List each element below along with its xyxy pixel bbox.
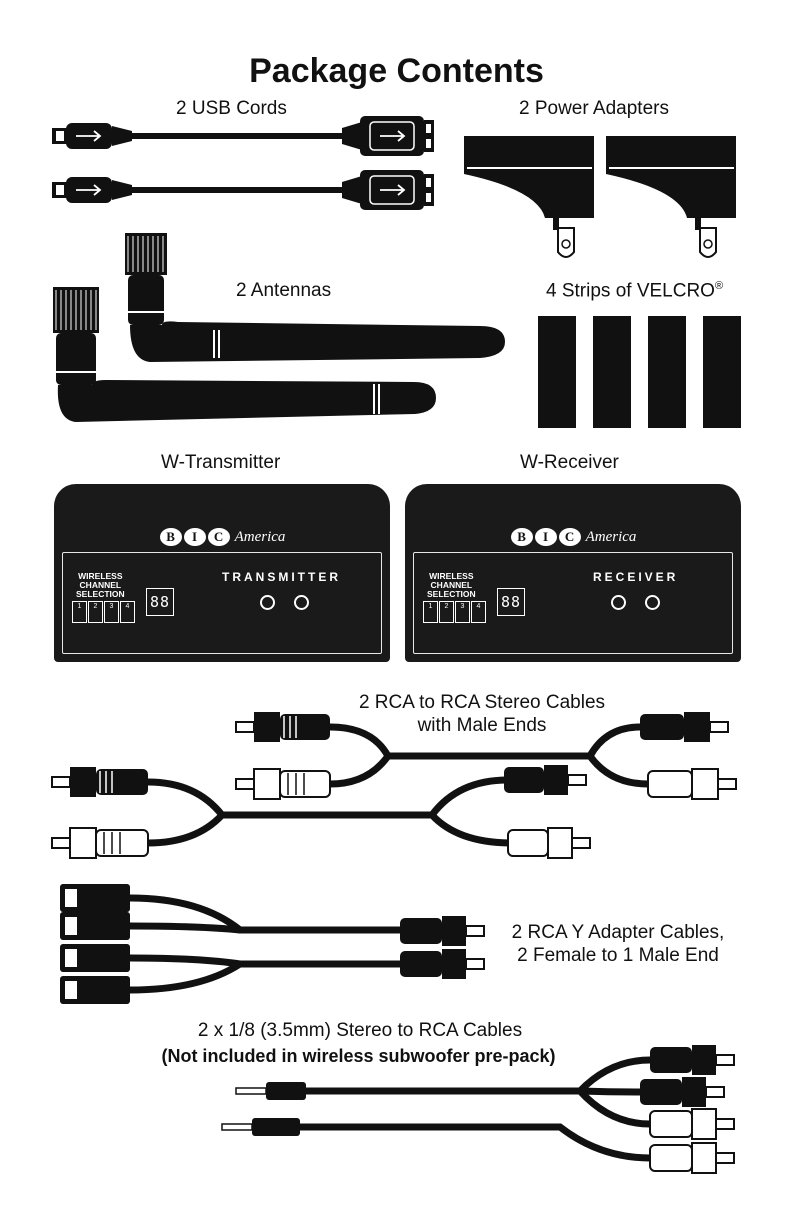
logo-letter: I (534, 528, 557, 546)
velcro-caption-text: 4 Strips of VELCRO (546, 280, 715, 302)
antennas-caption: 2 Antennas (236, 280, 332, 301)
channel-switch: 4 (120, 601, 135, 623)
velcro-strip (703, 316, 741, 428)
channel-display: 88 (146, 588, 174, 616)
velcro-strips (538, 316, 741, 428)
y-adapter-cables (60, 884, 485, 1004)
page-title: Package Contents (249, 52, 544, 90)
channel-switches: 1 2 3 4 (72, 601, 135, 623)
usb-icon (380, 184, 406, 196)
mini-jack-cables (221, 1045, 735, 1174)
logo-letter: B (510, 528, 533, 546)
selection-line: SELECTION (427, 589, 476, 599)
usb-cord-1 (52, 116, 434, 156)
channel-switch: 4 (471, 601, 486, 623)
transmitter-label: TRANSMITTER (222, 570, 341, 584)
usb-icon (380, 130, 406, 142)
transmitter-front-panel (62, 552, 382, 654)
velcro-strip (593, 316, 631, 428)
registered-mark: ® (714, 280, 724, 292)
channel-switch: 2 (439, 601, 454, 623)
logo-letter: C (558, 528, 581, 546)
female-rca-plug (60, 944, 130, 972)
transmitter-caption: W-Transmitter (161, 452, 281, 473)
selection-line: WIRELESS (429, 571, 474, 581)
antennas (53, 233, 505, 422)
receiver-caption: W-Receiver (520, 452, 619, 473)
led-indicator (260, 595, 275, 610)
usb-cord-2 (52, 170, 434, 210)
usb-icon (76, 130, 102, 142)
channel-switch: 1 (423, 601, 438, 623)
led-indicator (645, 595, 660, 610)
logo-text: America (234, 529, 286, 545)
channel-display: 88 (497, 588, 525, 616)
logo-letter: C (207, 528, 230, 546)
mini-jack-caption-1: 2 x 1/8 (3.5mm) Stereo to RCA Cables (197, 1020, 523, 1041)
y-adapter-caption-1: 2 RCA Y Adapter Cables, (511, 922, 725, 943)
selection-line: SELECTION (76, 589, 125, 599)
logo-text: America (585, 529, 637, 545)
usb-cords-caption: 2 USB Cords (176, 98, 287, 119)
receiver-label: RECEIVER (593, 570, 679, 584)
rca-cables-caption-1: 2 RCA to RCA Stereo Cables (358, 692, 606, 713)
channel-switch: 2 (88, 601, 103, 623)
velcro-strip (538, 316, 576, 428)
y-adapter-caption-2: 2 Female to 1 Male End (517, 945, 719, 966)
led-indicator (294, 595, 309, 610)
power-adapter-2 (606, 136, 736, 258)
female-rca-plug (60, 976, 130, 1004)
channel-switch: 1 (72, 601, 87, 623)
velcro-caption: 4 Strips of VELCRO® (546, 280, 723, 302)
selection-line: CHANNEL (79, 580, 122, 590)
selection-line: WIRELESS (78, 571, 123, 581)
rca-stereo-cable-2 (51, 765, 591, 859)
channel-selection-label: WIRELESS CHANNEL SELECTION (427, 572, 476, 599)
power-adapters (464, 136, 736, 258)
selection-line: CHANNEL (430, 580, 473, 590)
logo-letter: B (159, 528, 182, 546)
mini-jack-caption-2: (Not included in wireless subwoofer pre-… (161, 1046, 556, 1066)
usb-cords (52, 116, 434, 210)
channel-switch: 3 (455, 601, 470, 623)
led-indicator (611, 595, 626, 610)
logo-letter: I (183, 528, 206, 546)
female-rca-plug (60, 912, 130, 940)
usb-icon (76, 184, 102, 196)
velcro-strip (648, 316, 686, 428)
female-rca-plug (60, 884, 130, 912)
receiver-front-panel (413, 552, 733, 654)
antenna-1 (125, 233, 505, 362)
channel-switches: 1 2 3 4 (423, 601, 486, 623)
channel-switch: 3 (104, 601, 119, 623)
power-adapter-1 (464, 136, 594, 258)
rca-cables-caption-2: with Male Ends (417, 715, 547, 736)
antenna-2 (53, 287, 437, 422)
channel-selection-label: WIRELESS CHANNEL SELECTION (76, 572, 125, 599)
power-adapters-caption: 2 Power Adapters (519, 98, 669, 119)
rca-stereo-cable-1 (235, 712, 737, 800)
